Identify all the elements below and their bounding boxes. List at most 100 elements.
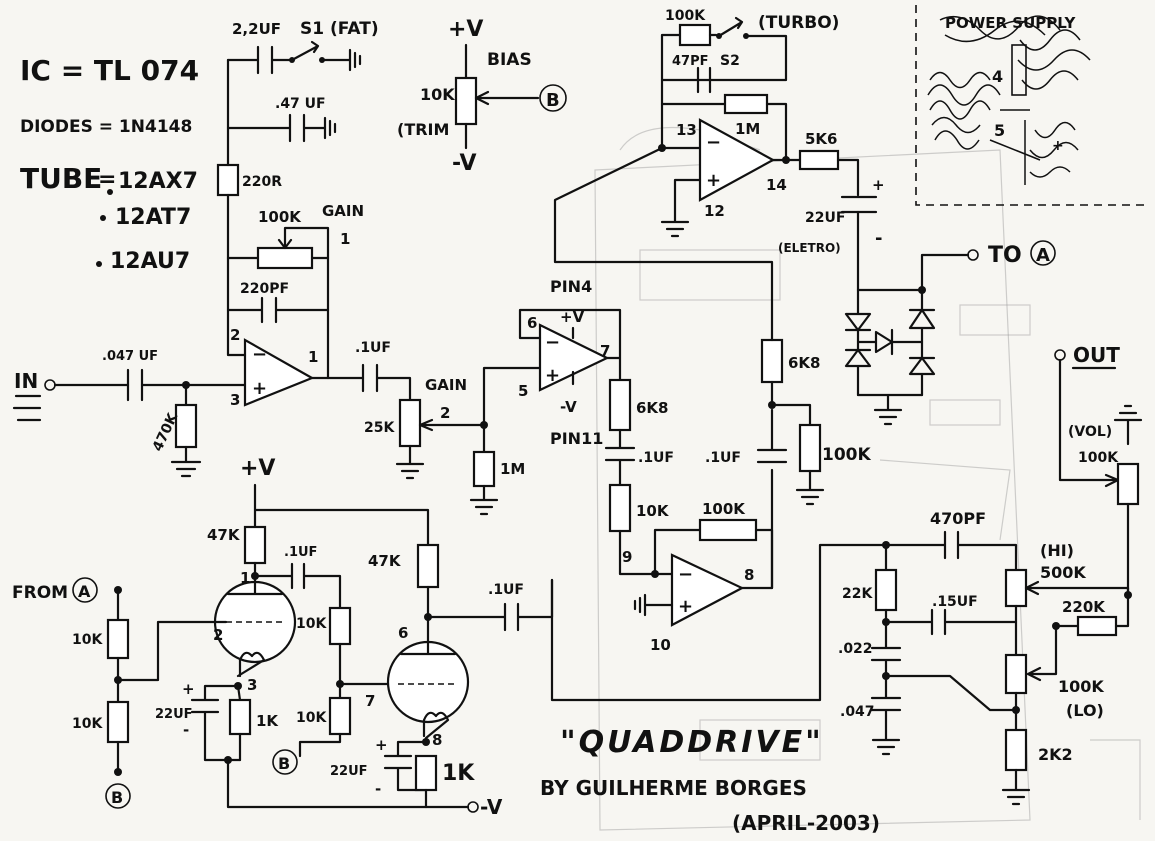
gain-pot-25k[interactable] bbox=[398, 398, 422, 448]
resistor-10k-c bbox=[608, 483, 632, 533]
tube-pos-rail: +V bbox=[240, 456, 275, 481]
resistor-47k-b-label: 47K bbox=[368, 552, 402, 570]
volume-pot-100k[interactable] bbox=[1116, 462, 1140, 506]
resistor-1m-b-label: 1M bbox=[735, 120, 760, 138]
cap-01-a-label: .1UF bbox=[355, 340, 391, 356]
cap-47pf-label: 47PF bbox=[672, 54, 709, 69]
cap-22u-t1-label: 22UF bbox=[155, 707, 193, 722]
resistor-10k-f2 bbox=[106, 700, 130, 744]
resistor-47k-a bbox=[243, 525, 267, 565]
input-label: IN bbox=[14, 369, 38, 393]
bias-pos-rail: +V bbox=[448, 17, 483, 42]
cap-047uf-label: .47 UF bbox=[275, 96, 326, 112]
gain-2-number: 2 bbox=[440, 404, 450, 422]
tube-label: TUBE bbox=[20, 162, 102, 195]
tube2-pin7: 7 bbox=[365, 692, 375, 710]
volume-pot-100k-label: 100K bbox=[1078, 450, 1119, 466]
resistor-10k-f2-label: 10K bbox=[72, 716, 103, 732]
power-supply-label: POWER SUPPLY bbox=[945, 14, 1077, 32]
resistor-220k bbox=[1076, 615, 1118, 637]
svg-text:−: − bbox=[252, 344, 267, 365]
circuit-author: BY GUILHERME BORGES bbox=[540, 776, 807, 800]
tube-option-1: 12AX7 bbox=[118, 169, 198, 194]
cap-2u2-label: 2,2UF bbox=[232, 20, 281, 38]
tube-option-2: 12AT7 bbox=[115, 205, 191, 230]
svg-text:−: − bbox=[706, 132, 721, 153]
resistor-turbo-100k bbox=[678, 23, 712, 47]
to-a-terminal[interactable] bbox=[967, 249, 979, 261]
svg-text:-V: -V bbox=[560, 398, 577, 416]
tube-bullet-1 bbox=[107, 189, 113, 195]
resistor-220k-label: 220K bbox=[1062, 598, 1106, 616]
turbo-label: (TURBO) bbox=[758, 13, 839, 33]
resistor-1k-b bbox=[414, 754, 438, 792]
bass-pot-100k[interactable] bbox=[1004, 653, 1028, 695]
to-a-node: A bbox=[1036, 245, 1050, 266]
eletro-label: (ELETRO) bbox=[778, 241, 841, 255]
input-jack[interactable] bbox=[44, 379, 56, 391]
opamp1-pin2: 2 bbox=[230, 326, 240, 344]
bias-node-b: B bbox=[546, 90, 560, 111]
lo-label: (LO) bbox=[1066, 701, 1104, 720]
hi-label: (HI) bbox=[1040, 541, 1074, 560]
resistor-10k-t2 bbox=[328, 696, 352, 736]
cap-22uf-el-minus: - bbox=[875, 228, 882, 249]
title-block: "QUADDRIVE" BY GUILHERME BORGES (APRIL-2… bbox=[540, 725, 880, 835]
cap-22uf-el-plus: + bbox=[872, 176, 885, 194]
resistor-10k-f1 bbox=[106, 618, 130, 660]
resistor-10k-t1-label: 10K bbox=[296, 616, 327, 632]
gain-2-label: GAIN bbox=[425, 376, 467, 394]
resistor-1m-b bbox=[723, 93, 769, 115]
svg-text:−: − bbox=[678, 564, 693, 585]
svg-text:+: + bbox=[706, 170, 721, 191]
opamp4-pin14: 14 bbox=[766, 176, 787, 194]
opamp2-pin6: 6 bbox=[527, 314, 537, 332]
opamp3-pin8: 8 bbox=[744, 566, 754, 584]
tube2-pin6: 6 bbox=[398, 624, 408, 642]
cap-22u-t2-plus: + bbox=[375, 736, 388, 754]
circuit-date: (APRIL-2003) bbox=[732, 811, 880, 835]
circuit-title: "QUADDRIVE" bbox=[560, 725, 824, 760]
resistor-220r-label: 220R bbox=[242, 174, 282, 190]
resistor-1m-a-label: 1M bbox=[500, 460, 525, 478]
turbo-stage: 100K (TURBO) 47PF S2 1M 13 − + 12 14 5K6… bbox=[658, 8, 885, 292]
bias-trim: +V -V BIAS 10K (TRIM B bbox=[397, 17, 567, 176]
output-label: OUT bbox=[1073, 343, 1120, 367]
opamp4-pin13: 13 bbox=[676, 121, 697, 139]
bias-trim-pot[interactable] bbox=[454, 76, 478, 126]
svg-text:+: + bbox=[252, 378, 267, 399]
resistor-turbo-100k-label: 100K bbox=[665, 8, 706, 24]
opamp-4 bbox=[698, 118, 776, 202]
opamp-3 bbox=[670, 553, 745, 627]
tube-bullet-2 bbox=[100, 215, 106, 221]
resistor-1k-b-label: 1K bbox=[442, 761, 475, 786]
resistor-10k-t2-label: 10K bbox=[296, 710, 327, 726]
pin11-label: PIN11 bbox=[550, 429, 603, 448]
gain-1-label: GAIN bbox=[322, 202, 364, 220]
resistor-2k2 bbox=[1004, 728, 1028, 772]
tube-node-b: B bbox=[278, 754, 290, 773]
cap-470pf-label: 470PF bbox=[930, 509, 986, 528]
output-jack[interactable] bbox=[1054, 349, 1066, 361]
to-a-text: TO bbox=[988, 243, 1022, 268]
cap-15uf-label: .15UF bbox=[932, 594, 978, 610]
treble-pot-500k[interactable] bbox=[1004, 568, 1028, 608]
tube-neg-rail: -V bbox=[480, 795, 503, 819]
ps-pin-5: 5 bbox=[994, 121, 1005, 140]
resistor-1m-a bbox=[472, 450, 496, 488]
from-a-text: FROM bbox=[12, 583, 68, 603]
opamp-1 bbox=[243, 338, 315, 407]
gain-1-number: 1 bbox=[340, 230, 350, 248]
gain-pot-100k[interactable] bbox=[256, 246, 314, 270]
resistor-22k bbox=[874, 568, 898, 612]
ic-note: IC = TL 074 bbox=[20, 54, 199, 87]
bias-neg-rail: -V bbox=[452, 151, 477, 176]
trim-10k-label: 10K bbox=[420, 85, 455, 104]
cap-22uf-el-label: 22UF bbox=[805, 210, 845, 226]
gain-pot-25k-label: 25K bbox=[364, 420, 395, 436]
ps-plus: + bbox=[1052, 138, 1064, 154]
tube1-pin1: 1 bbox=[240, 569, 250, 587]
pcb-ghost bbox=[594, 126, 1141, 831]
cap-22u-t2-minus: - bbox=[375, 780, 381, 798]
svg-text:+: + bbox=[678, 596, 693, 617]
